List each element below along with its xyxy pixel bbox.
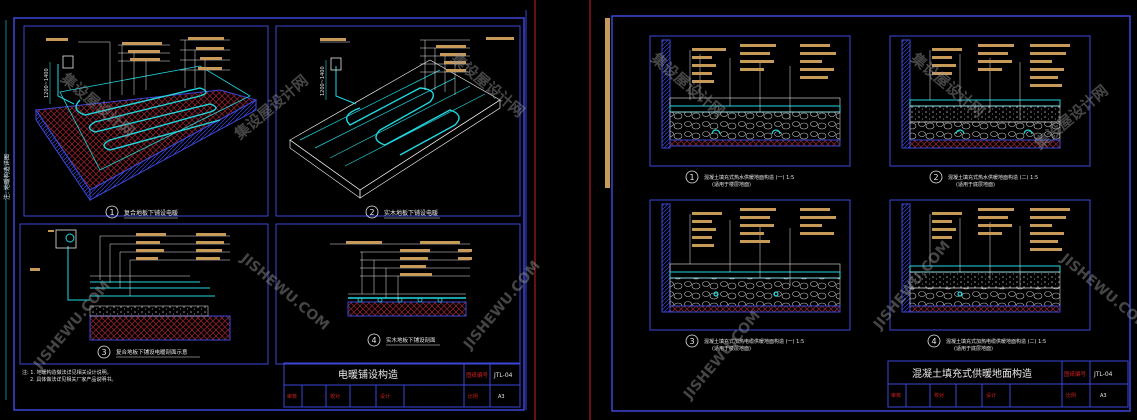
watermark-en-4: JISHEWU.COM [680, 308, 764, 403]
right-detail-3-number: 3 [690, 337, 695, 346]
detail-3-caption: 3 复合地板下铺设电暖剖面示意 [97, 345, 200, 359]
right-detail-2: 2 混凝土填充式热水供暖地面构造 (二) 1:5 (适用于底层地面) [889, 35, 1091, 188]
left-title-block: 电暖铺设构造 图纸编号 JTL-04 审核 校对 设计 比例 A3 [283, 362, 521, 408]
detail-4-caption-text: 实木地板下铺设剖面 [386, 336, 436, 344]
right-detail-4-sub: (适用于底层地面) [954, 345, 993, 352]
right-detail-4-caption: 混凝土填充式加热电缆供暖地面构造 (二) 1:5 [946, 338, 1046, 345]
detail-2-labels [320, 39, 470, 95]
detail-2-caption-text: 实木地板下铺设电暖 [384, 209, 438, 217]
watermark-cn-4: 集设屋设计网 [647, 49, 728, 121]
detail-3-caption-text: 复合地板下铺设电暖剖面示意 [116, 348, 188, 356]
panel-1-frame [23, 25, 269, 217]
detail-3-labels [99, 235, 230, 296]
detail-4-labels [330, 243, 470, 300]
right-detail-1-sub: (适用于楼层地面) [712, 181, 751, 188]
panel-2-frame [275, 25, 521, 217]
detail-4-number: 4 [372, 336, 377, 345]
detail-3-number: 3 [102, 348, 107, 357]
detail-2-number: 2 [370, 208, 375, 217]
right-detail-1-caption: 混凝土填充式热水供暖地面构造 (一) 1:5 [704, 174, 794, 181]
left-drawing-no: JTL-04 [493, 372, 513, 379]
watermark-en-2: JISHEWU.COM [237, 250, 332, 334]
right-detail-2-number: 2 [934, 173, 939, 182]
right-title-block: 混凝土填充式供暖地面构造 图纸编号 JTL-04 审核 校对 设计 比例 A3 [887, 360, 1129, 408]
detail-4-drawing [347, 293, 467, 317]
right-detail-3-sub: (适用于楼层地面) [712, 345, 751, 352]
right-drawing-no: JTL-04 [1093, 371, 1113, 378]
left-footer-1: 校对 [330, 393, 340, 400]
right-footer-0: 审核 [891, 392, 901, 399]
left-footer-3: 比例 [468, 393, 478, 400]
detail-1-drawing: 1200~1400 [35, 55, 258, 202]
detail-1-caption: 1 复合地板下铺设电暖 [105, 205, 178, 219]
dimension-text-2: 1200~1400 [320, 66, 326, 96]
right-footer-3: 比例 [1066, 392, 1076, 399]
right-footer-2: 设计 [986, 392, 996, 399]
right-detail-3-caption: 混凝土填充式加热电缆供暖地面构造 (一) 1:5 [704, 338, 804, 345]
dimension-text-1: 1200~1400 [44, 68, 50, 98]
detail-4-caption: 4 实木地板下铺设剖面 [367, 333, 440, 347]
right-sheet-title: 混凝土填充式供暖地面构造 [912, 367, 1032, 380]
detail-1-label-bars [46, 37, 224, 70]
detail-2-label-bars [320, 37, 514, 72]
right-footer-1: 校对 [934, 392, 944, 399]
detail-2-drawing: 1200~1400 [289, 57, 501, 199]
left-footer-2: 设计 [380, 393, 390, 400]
left-footer-4: A3 [498, 394, 505, 400]
watermark-en-3: JISHEWU.COM [460, 258, 544, 353]
detail-3-label-bars [48, 230, 226, 260]
right-detail-2-caption: 混凝土填充式热水供暖地面构造 (二) 1:5 [948, 174, 1038, 181]
right-detail-2-sub: (适用于底层地面) [956, 181, 995, 188]
note-line-1: 注: 1. 地暖构造做法详见相关设计说明。 [22, 369, 112, 376]
right-footer-4: A3 [1100, 393, 1107, 399]
note-line-2: 2. 具体做法详见相关厂家产品说明书。 [30, 376, 116, 383]
watermark-en-6: JISHEWU.COM [1057, 250, 1137, 334]
right-detail-1-number: 1 [690, 173, 695, 182]
left-footer-0: 审核 [287, 393, 297, 400]
left-sheet-title: 电暖铺设构造 [338, 368, 398, 381]
left-sheet: 注: 地暖构造详图 1200~1400 [3, 10, 527, 411]
right-drawing-no-label: 图纸编号 [1064, 370, 1087, 378]
panel-4-frame [275, 223, 521, 365]
right-detail-4: 4 混凝土填充式加热电缆供暖地面构造 (二) 1:5 (适用于底层地面) [889, 199, 1091, 352]
watermark-cn-3: 集设屋设计网 [447, 49, 528, 121]
detail-4-label-bars [346, 241, 472, 276]
right-detail-4-number: 4 [932, 337, 937, 346]
detail-1-caption-text: 复合地板下铺设电暖 [124, 209, 178, 217]
right-detail-3: 3 混凝土填充式加热电缆供暖地面构造 (一) 1:5 (适用于楼层地面) [649, 199, 851, 352]
right-sheet: 1 混凝土填充式热水供暖地面构造 (一) 1:5 (适用于楼层地面) [611, 15, 1131, 412]
detail-3-drawing [30, 229, 231, 341]
left-drawing-no-label: 图纸编号 [466, 371, 489, 379]
right-detail-1: 1 混凝土填充式热水供暖地面构造 (一) 1:5 (适用于楼层地面) [649, 35, 851, 188]
panel-3-frame [19, 223, 269, 365]
vertical-note: 注: 地暖构造详图 [3, 154, 11, 200]
detail-1-number: 1 [110, 208, 115, 217]
detail-2-caption: 2 实木地板下铺设电暖 [365, 205, 440, 219]
